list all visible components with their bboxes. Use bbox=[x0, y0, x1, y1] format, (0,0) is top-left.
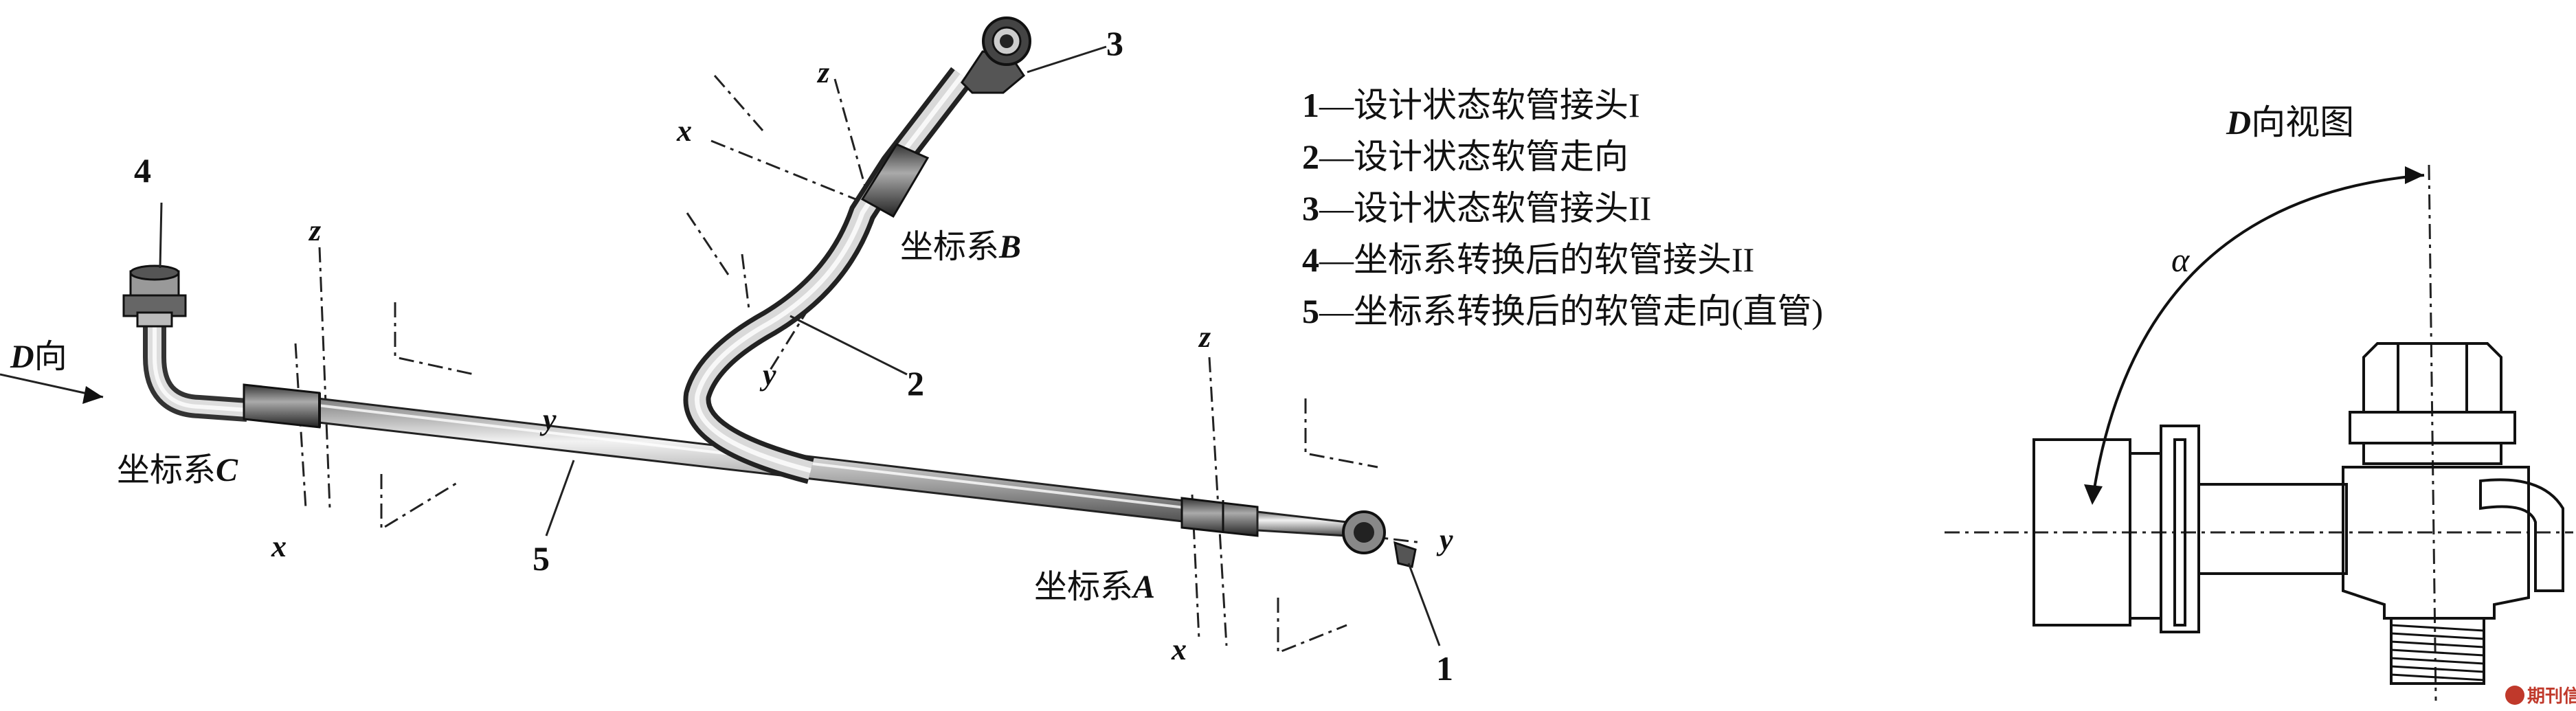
angle-alpha-label: α bbox=[2171, 240, 2191, 279]
part-number-2: 2 bbox=[907, 364, 924, 403]
sleeve-a bbox=[1180, 497, 1259, 537]
fitting-4 bbox=[122, 264, 187, 328]
side-elbow bbox=[2479, 478, 2564, 592]
legend-item-4: 4—坐标系转换后的软管接头II bbox=[1302, 240, 1754, 279]
sleeve-c bbox=[243, 383, 321, 429]
axis-y-b: y bbox=[759, 358, 776, 392]
sleeve-b bbox=[860, 143, 930, 218]
fitting-3 bbox=[961, 16, 1031, 94]
coord-label-c: 坐标系C bbox=[117, 452, 238, 488]
legend-item-3: 3—设计状态软管接头II bbox=[1302, 189, 1651, 227]
elbow-hose-4 bbox=[143, 313, 249, 422]
vertical-centerline bbox=[2428, 164, 2437, 701]
design-hose-2 bbox=[683, 67, 973, 484]
part-number-5: 5 bbox=[533, 539, 550, 578]
fitting-block bbox=[2342, 466, 2530, 620]
axis-x-c: x bbox=[271, 530, 287, 563]
legend-item-1: 1—设计状态软管接头I bbox=[1302, 86, 1640, 124]
axis-y-a: y bbox=[1436, 523, 1453, 556]
d-view: D向视图 α bbox=[1945, 103, 2573, 701]
fitting-1 bbox=[1342, 510, 1417, 568]
part-number-1: 1 bbox=[1436, 649, 1453, 688]
coord-label-b: 坐标系B bbox=[900, 229, 1021, 265]
short-hose-1 bbox=[1256, 510, 1348, 537]
angle-arc bbox=[2091, 174, 2425, 502]
axis-x-a: x bbox=[1171, 633, 1187, 666]
axis-z-b: z bbox=[816, 56, 829, 89]
axis-z-a: z bbox=[1198, 320, 1211, 354]
coord-label-a: 坐标系A bbox=[1034, 569, 1155, 605]
axis-z-c: z bbox=[308, 214, 321, 247]
watermark-text: 期刊信 bbox=[2527, 686, 2576, 706]
view-title: D向视图 bbox=[2226, 103, 2354, 142]
direction-d-label: D向 bbox=[10, 339, 67, 375]
reference-lines bbox=[294, 75, 1423, 655]
main-assembly: 3 4 2 5 1 z x y z x y z x y 坐标系B 坐标系C 坐标… bbox=[0, 16, 1453, 688]
legend-item-5: 5—坐标系转换后的软管走向(直管) bbox=[1302, 292, 1823, 330]
part-number-3: 3 bbox=[1106, 24, 1123, 63]
axis-y-5: y bbox=[539, 403, 557, 436]
part-number-4: 4 bbox=[134, 151, 151, 190]
watermark-logo: 期刊信 bbox=[2505, 686, 2576, 706]
legend-item-2: 2—设计状态软管走向 bbox=[1302, 137, 1628, 176]
legend: 1—设计状态软管接头I 2—设计状态软管走向 3—设计状态软管接头II 4—坐标… bbox=[1302, 86, 1823, 330]
leader-lines bbox=[0, 45, 1441, 646]
axis-x-b: x bbox=[676, 114, 692, 148]
